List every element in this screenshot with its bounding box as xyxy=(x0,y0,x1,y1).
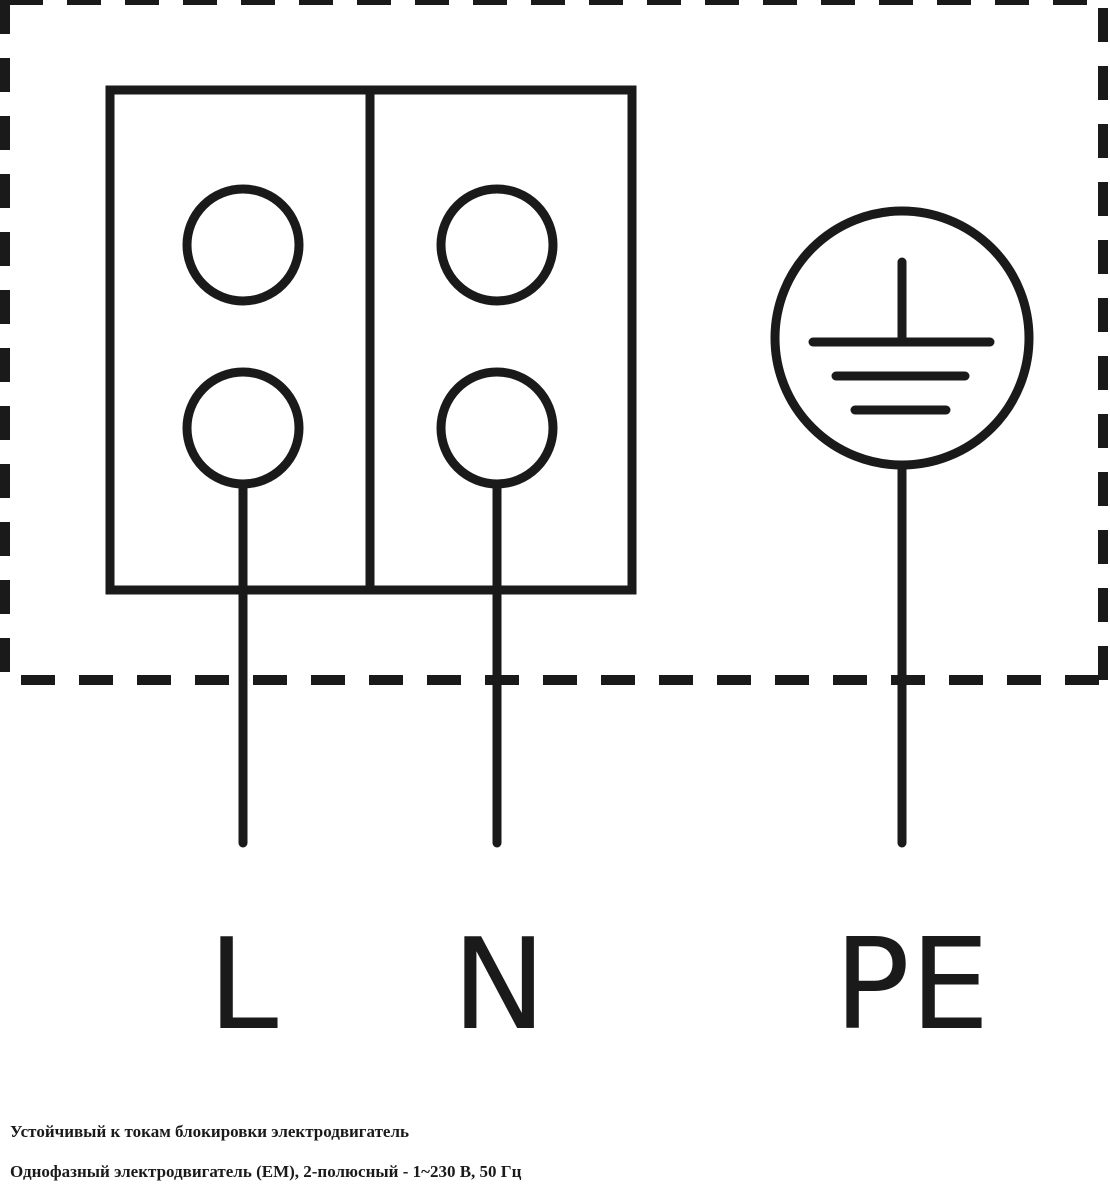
terminal-n-upper-screw xyxy=(436,184,558,306)
caption-motor-type: Устойчивый к токам блокировки электродви… xyxy=(10,1122,410,1141)
terminal-l-lower-screw xyxy=(182,367,304,489)
terminal-l-upper-screw xyxy=(182,184,304,306)
terminal-n-lower-screw xyxy=(436,367,558,489)
terminal-label-pe: PE xyxy=(834,911,990,1058)
terminal-label-n: N xyxy=(452,911,547,1058)
caption-motor-spec: Однофазный электродвигатель (ЕМ), 2-полю… xyxy=(10,1162,522,1181)
terminal-label-l: L xyxy=(208,911,279,1058)
motor-enclosure-boundary xyxy=(0,0,1110,685)
